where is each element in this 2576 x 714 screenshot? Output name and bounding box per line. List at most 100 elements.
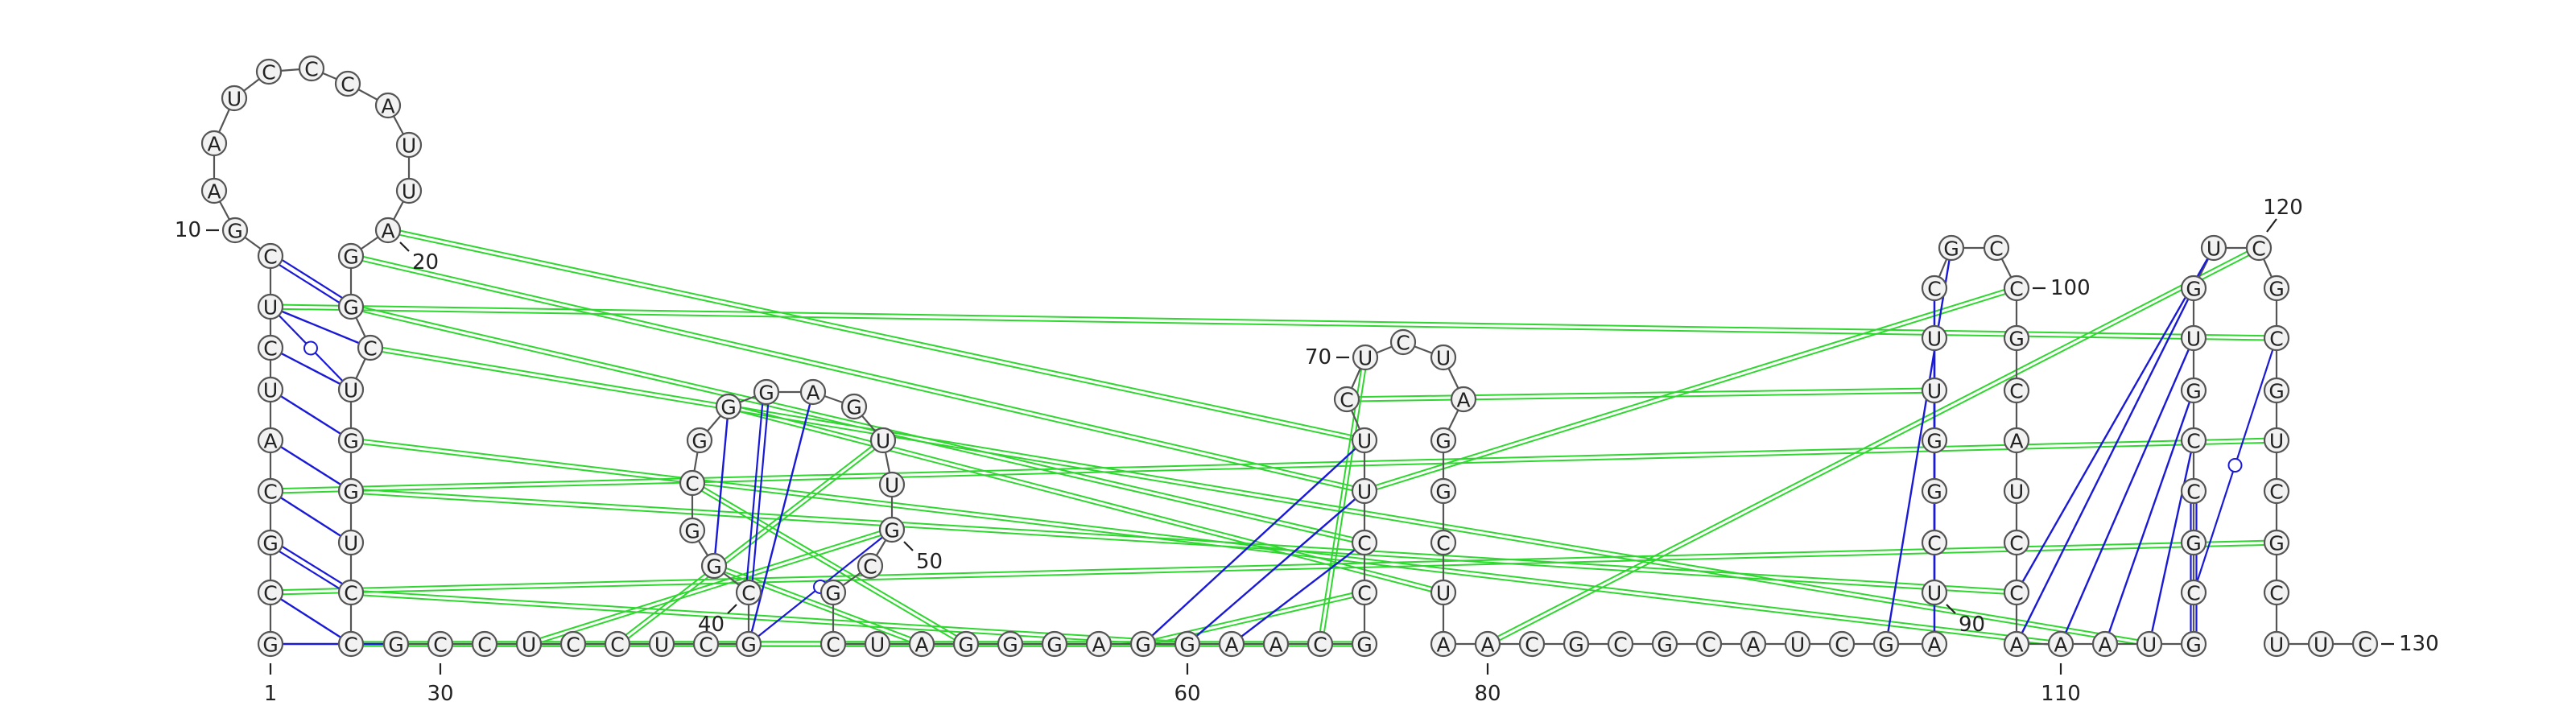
nucleotide-circle: [1041, 630, 1068, 658]
nucleotide-circle: [1174, 630, 1201, 658]
nucleotide-circle: [2047, 630, 2074, 658]
tertiary-interaction-line: [540, 534, 881, 643]
nucleotide: G: [715, 393, 742, 420]
nucleotide-base: G: [846, 396, 861, 419]
position-label: 10: [175, 218, 201, 242]
nucleotide: G: [1563, 630, 1590, 658]
nucleotide: A: [799, 378, 827, 406]
nucleotide-circle: [908, 630, 935, 658]
tertiary-interaction-line: [361, 259, 1353, 492]
nucleotide-base: C: [1927, 278, 1941, 301]
nucleotide: G: [753, 378, 780, 406]
tertiary-interaction-layer: [282, 229, 2265, 647]
nucleotide: G: [1430, 477, 1457, 505]
nucleotide-circle: [200, 130, 228, 157]
nucleotide: U: [2003, 477, 2030, 505]
tertiary-interaction-line: [362, 255, 1354, 488]
nucleotide: U: [1430, 344, 1457, 371]
nucleotide-base: U: [344, 379, 358, 402]
nucleotide-base: A: [1092, 634, 1105, 657]
nucleotide-circle: [869, 427, 897, 454]
nucleotide-base: C: [344, 634, 357, 657]
nucleotide: C: [357, 334, 384, 361]
nucleotide-circle: [2263, 377, 2290, 404]
nucleotide-circle: [2003, 579, 2030, 606]
nucleotide: C: [1351, 529, 1378, 556]
base-pair-line: [1195, 497, 1356, 638]
nucleotide-circle: [2263, 324, 2290, 352]
nucleotide-circle: [2180, 377, 2207, 404]
nucleotide: A: [1740, 630, 1767, 658]
nucleotide-circle: [997, 630, 1024, 658]
nucleotide: U: [2200, 234, 2227, 262]
nucleotide-circle: [1430, 630, 1457, 658]
nucleotide: U: [869, 427, 897, 454]
base-pair-layer: [278, 258, 2274, 646]
tertiary-interaction-line: [362, 443, 2049, 646]
nucleotide: G: [382, 630, 410, 658]
nucleotide: U: [1352, 344, 1379, 371]
nucleotide-circle: [1651, 630, 1678, 658]
nucleotide: G: [2180, 377, 2207, 404]
nucleotide: G: [1938, 234, 1965, 262]
nucleotide-base: U: [263, 296, 278, 320]
nucleotide: C: [857, 552, 884, 580]
position-label: 80: [1474, 682, 1501, 706]
nucleotide-circle: [1351, 579, 1378, 606]
nucleotide-base: A: [1456, 389, 1470, 412]
nucleotide-circle: [2180, 630, 2207, 658]
tertiary-interaction-line: [362, 306, 1354, 539]
base-pair-line: [281, 259, 343, 299]
nucleotide: C: [2003, 274, 2030, 302]
tertiary-interaction-line: [400, 229, 1354, 437]
nucleotide-circle: [257, 334, 284, 361]
nucleotide-base: C: [1340, 389, 1353, 412]
nucleotide-base: U: [1436, 347, 1451, 370]
nucleotide-base: U: [2009, 481, 2024, 504]
nucleotide-circle: [2307, 630, 2334, 658]
nucleotide-circle: [1430, 427, 1457, 454]
tertiary-interaction-line: [283, 303, 2265, 337]
tertiary-interaction-line: [382, 351, 2137, 646]
nucleotide: A: [257, 427, 284, 454]
nucleotide-circle: [337, 293, 365, 320]
nucleotide-base: G: [262, 532, 278, 555]
nucleotide: A: [1262, 630, 1290, 658]
nucleotide-base: A: [2098, 634, 2112, 657]
nucleotide: U: [1921, 579, 1948, 606]
nucleotide-circle: [1389, 328, 1417, 356]
nucleotide-base: U: [1436, 582, 1451, 605]
nucleotide-circle: [2180, 324, 2207, 352]
position-tick: [727, 604, 737, 614]
nucleotide-base: A: [914, 634, 928, 657]
tertiary-interaction-line: [363, 489, 2005, 591]
nucleotide-base: C: [2269, 582, 2283, 605]
nucleotide-base: U: [1790, 634, 1805, 657]
nucleotide-base: G: [958, 634, 973, 657]
nucleotide-circle: [2263, 630, 2290, 658]
nucleotide: C: [1695, 630, 1723, 658]
base-pair-line: [279, 264, 341, 303]
nucleotide-circle: [679, 517, 706, 544]
nucleotide-base: C: [2252, 237, 2265, 261]
nucleotide: U: [1351, 427, 1378, 454]
nucleotide: C: [2180, 477, 2207, 505]
nucleotide-base: C: [1835, 634, 1848, 657]
nucleotide: G: [2263, 274, 2290, 302]
nucleotide: G: [819, 579, 847, 606]
nucleotide: U: [1430, 579, 1457, 606]
nucleotide: G: [337, 477, 365, 505]
nucleotide-circle: [337, 579, 365, 606]
tertiary-interaction-line: [283, 441, 2265, 494]
nucleotide-circle: [735, 579, 762, 606]
nucleotide-base: C: [1927, 532, 1941, 555]
nucleotide: U: [337, 376, 365, 403]
nucleotide-circle: [2136, 630, 2163, 658]
base-pair-line: [2064, 349, 2190, 634]
nucleotide-circle: [2003, 529, 2030, 556]
nucleotide-base: C: [1357, 582, 1371, 605]
nucleotide-circle: [337, 630, 365, 658]
nucleotide: G: [840, 393, 868, 420]
nucleotide: U: [648, 630, 675, 658]
nucleotide-circle: [1938, 234, 1965, 262]
